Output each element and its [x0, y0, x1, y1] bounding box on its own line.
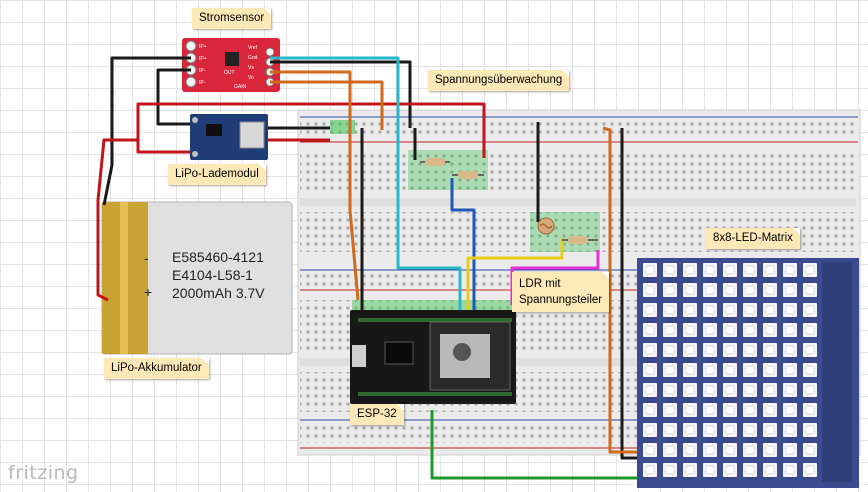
note-ldr-line2: Spannungsteiler [519, 294, 603, 306]
lipo-charger-board [190, 114, 268, 160]
note-ldr-line1: LDR mit [519, 278, 561, 290]
battery-model-line1: E585460-4121 [172, 249, 264, 265]
led-matrix [637, 258, 859, 488]
note-ldr[interactable]: LDR mit Spannungsteiler [512, 272, 610, 312]
battery-capacity: 2000mAh 3.7V [172, 285, 265, 301]
lipo-battery [101, 201, 293, 355]
sensor-pin-label: Vs [248, 65, 254, 71]
sensor-pin-label: Vref [248, 45, 258, 51]
sensor-pin-label: IP+ [199, 56, 207, 62]
sensor-pin-label: IP- [199, 80, 206, 86]
sensor-pin-label: Vo [248, 75, 254, 81]
note-esp32[interactable]: ESP-32 [350, 404, 404, 426]
fritzing-logo: fritzing [8, 462, 79, 484]
esp32-board [350, 310, 516, 404]
note-led-matrix[interactable]: 8x8-LED-Matrix [706, 228, 800, 250]
sensor-silk-label: OUT [224, 70, 235, 76]
sensor-pin-label: IP- [199, 68, 206, 74]
battery-plus: + [144, 284, 153, 300]
ldr-sensor [537, 217, 555, 235]
battery-minus: - [144, 250, 149, 266]
note-lipo-akkumulator[interactable]: LiPo-Akkumulator [104, 358, 209, 380]
sensor-pin-label: IP+ [199, 44, 207, 50]
note-spannungsueberwachung[interactable]: Spannungsüberwachung [428, 70, 570, 92]
note-stromsensor[interactable]: Stromsensor [192, 8, 272, 30]
battery-model-line2: E4104-L58-1 [172, 267, 253, 283]
resistors [420, 158, 598, 244]
current-sensor-board [182, 38, 280, 92]
note-lipo-lademodul[interactable]: LiPo-Lademodul [168, 164, 266, 186]
sensor-pin-label: Gnd [248, 55, 258, 61]
sensor-silk-label: GAIN [234, 84, 247, 90]
